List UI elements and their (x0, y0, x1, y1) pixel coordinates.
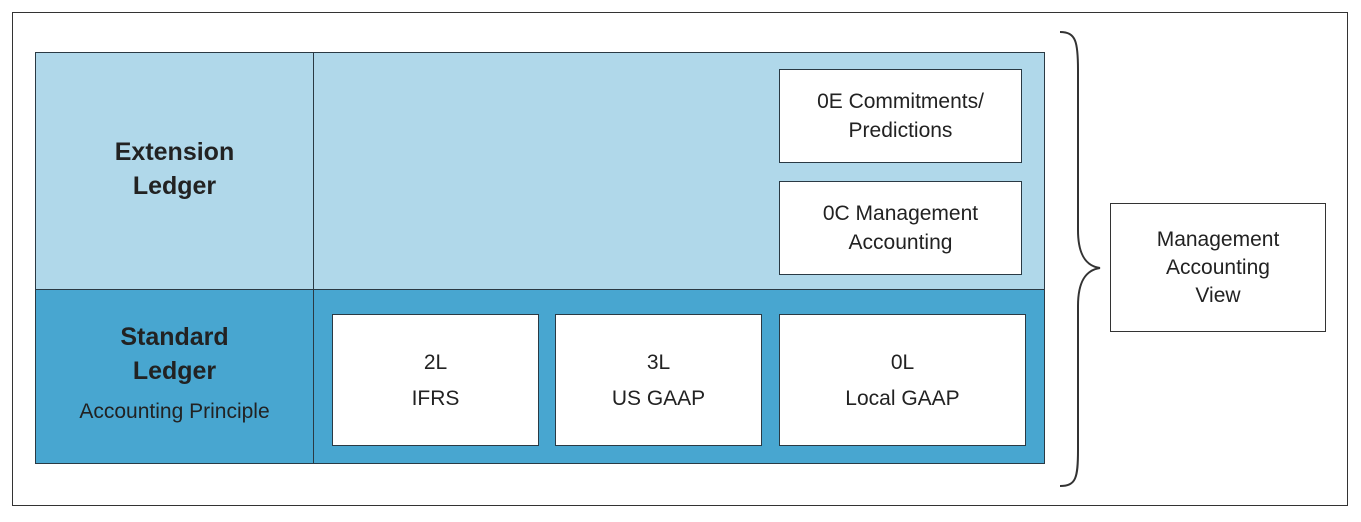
extension-ledger-title: Extension Ledger (114, 138, 235, 200)
ledger-box-2l: 2L IFRS (332, 314, 539, 446)
ledger-box-0c: 0C Management Accounting (779, 181, 1022, 275)
ledger-box-0c-text: 0C Management Accounting (822, 202, 979, 254)
ledger-box-0l-code: 0L (890, 350, 915, 374)
management-accounting-view-label: Management Accounting View (1156, 227, 1280, 307)
diagram-frame (12, 12, 1348, 506)
extension-ledger-content-cell: 0E Commitments/ Predictions 0C Managemen… (314, 53, 1044, 290)
management-accounting-view-box: Management Accounting View (1110, 203, 1326, 332)
extension-ledger-label-cell: Extension Ledger (36, 53, 314, 290)
ledger-box-0e: 0E Commitments/ Predictions (779, 69, 1022, 163)
ledger-box-2l-code: 2L (423, 350, 448, 374)
ledger-box-0e-text: 0E Commitments/ Predictions (817, 90, 984, 142)
standard-ledger-label-cell: Standard Ledger Accounting Principle (36, 290, 314, 463)
ledger-box-3l-code: 3L (646, 350, 671, 374)
standard-ledger-title: Standard Ledger (120, 322, 229, 385)
curly-brace-icon (1059, 31, 1101, 487)
ledger-box-0l-principle: Local GAAP (845, 386, 960, 410)
standard-ledger-content-cell: 2L IFRS 3L US GAAP 0L Local GAAP (314, 290, 1044, 463)
ledger-box-2l-principle: IFRS (411, 386, 460, 410)
ledger-box-3l: 3L US GAAP (555, 314, 762, 446)
ledger-box-3l-principle: US GAAP (611, 386, 706, 410)
standard-ledger-subtitle: Accounting Principle (79, 399, 270, 423)
ledger-box-0l: 0L Local GAAP (779, 314, 1026, 446)
ledger-table: Extension Ledger 0E Commitments/ Predict… (35, 52, 1045, 464)
